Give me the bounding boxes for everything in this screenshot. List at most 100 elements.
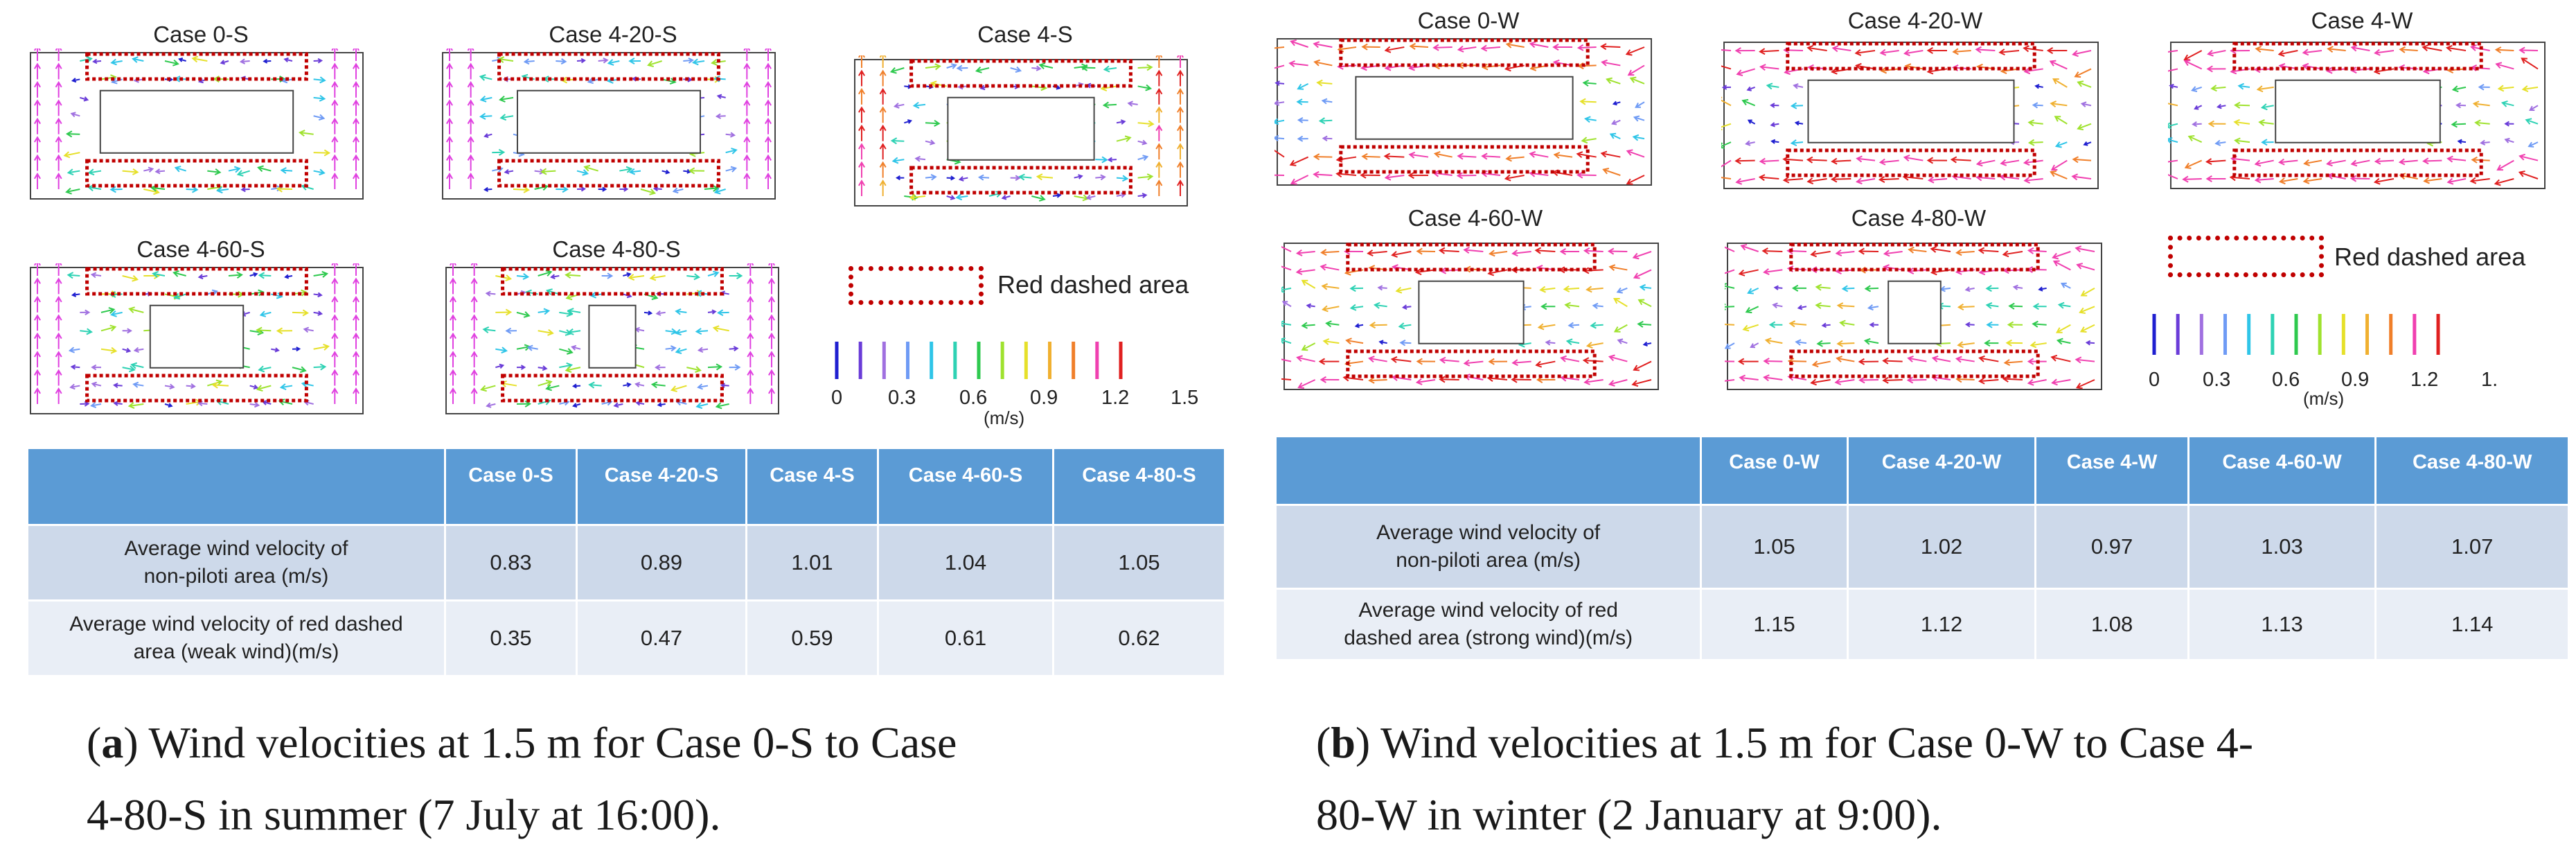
- case-title: Case 4-80-S: [443, 236, 790, 263]
- scale-tick-label: 0: [2149, 369, 2160, 392]
- table-header-cell: Case 4-20-W: [1849, 437, 2035, 504]
- wind-vector-arrow: [1458, 156, 1476, 157]
- wind-vector-arrow: [1763, 251, 1782, 252]
- red-dashed-area-legend-swatch: [849, 266, 984, 305]
- table-header-cell: [1277, 437, 1700, 504]
- table-header-cell: Case 4-W: [2036, 437, 2187, 504]
- vector-field-diagram: [2168, 38, 2556, 194]
- case-diagram: Case 4-W: [2168, 7, 2556, 194]
- wind-vector-arrow: [1458, 175, 1477, 176]
- caption-text: ) Wind velocities at 1.5 m for Case 0-S …: [123, 718, 957, 767]
- case-title: Case 0-S: [28, 21, 374, 49]
- row-label-line: Average wind velocity of: [1376, 521, 1600, 544]
- wind-vector-arrow: [1581, 101, 1597, 102]
- building-outline: [948, 98, 1094, 160]
- caption-line: (a) Wind velocities at 1.5 m for Case 0-…: [87, 707, 1223, 779]
- wind-vector-arrow: [1957, 379, 1975, 380]
- table-cell: 0.35: [446, 602, 576, 675]
- table-cell: 0.83: [446, 526, 576, 599]
- table-header-cell: Case 0-W: [1702, 437, 1846, 504]
- case-title: Case 4-W: [2168, 7, 2556, 35]
- row-label: Average wind velocity of red dashed area …: [28, 602, 444, 675]
- table-header-cell: [28, 449, 444, 524]
- table-cell: 1.14: [2377, 590, 2568, 659]
- row-label-line: area (weak wind)(m/s): [134, 640, 339, 663]
- building-outline: [517, 91, 700, 153]
- wind-vector-arrow: [2029, 142, 2043, 143]
- wind-vector-arrow: [1434, 65, 1452, 66]
- wind-vector-arrow: [2496, 50, 2514, 51]
- wind-vector-arrow: [1764, 361, 1782, 362]
- row-label-line: Average wind velocity of red dashed: [69, 613, 402, 635]
- red-dashed-area-legend-label: Red dashed area: [2334, 243, 2525, 272]
- vector-field-diagram: [1281, 239, 1669, 395]
- building-outline: [1809, 80, 2014, 143]
- caption-line: (b) Wind velocities at 1.5 m for Case 0-…: [1316, 707, 2570, 779]
- scale-tick-label: 0: [831, 387, 842, 410]
- scale-tick-label: 0.6: [2272, 369, 2300, 392]
- scale-tick-label: 0.9: [2341, 369, 2369, 392]
- panel-a-caption: (a) Wind velocities at 1.5 m for Case 0-…: [87, 707, 1223, 851]
- caption-letter: a: [101, 718, 123, 767]
- wind-vector-arrow: [1385, 156, 1405, 157]
- wind-velocity-table: Case 0-S Case 4-20-S Case 4-S Case 4-60-…: [26, 447, 1226, 677]
- table-cell: 0.61: [879, 602, 1052, 675]
- panel-b-caption: (b) Wind velocities at 1.5 m for Case 0-…: [1316, 707, 2570, 851]
- table-cell: 1.04: [879, 526, 1052, 599]
- wind-vector-arrow: [1579, 47, 1597, 48]
- scale-tick-label: 0.9: [1030, 387, 1058, 410]
- table-cell: 1.01: [747, 526, 877, 599]
- table-header-cell: Case 0-S: [446, 449, 576, 524]
- case-diagram: Case 4-80-S: [443, 236, 790, 423]
- table-header-cell: Case 4-60-S: [879, 449, 1052, 524]
- wind-vector-arrow: [1466, 269, 1483, 270]
- case-diagram: Case 0-S: [28, 21, 374, 204]
- caption-line: 80-W in winter (2 January at 9:00).: [1316, 779, 2570, 851]
- velocity-color-scale: [831, 336, 1219, 385]
- table-cell: 0.47: [578, 602, 745, 675]
- case-title: Case 4-60-S: [28, 236, 374, 263]
- table-cell: 1.03: [2189, 506, 2375, 588]
- wind-vector-arrow: [1725, 306, 1734, 307]
- table-cell: 0.89: [578, 526, 745, 599]
- case-title: Case 4-S: [852, 21, 1198, 49]
- row-label-line: non-piloti area (m/s): [144, 565, 329, 588]
- wind-vector-arrow: [2009, 306, 2023, 307]
- table-cell: 1.07: [2377, 506, 2568, 588]
- table-header-row: Case 0-S Case 4-20-S Case 4-S Case 4-60-…: [28, 449, 1224, 524]
- scale-tick-label: 1.5: [1171, 387, 1198, 410]
- wind-vector-arrow: [1434, 47, 1453, 48]
- building-outline: [1356, 77, 1572, 139]
- table-header-cell: Case 4-80-W: [2377, 437, 2568, 504]
- scale-tick-label: 0.6: [959, 387, 987, 410]
- case-diagram: Case 4-20-S: [440, 21, 786, 204]
- vector-field-diagram: [440, 49, 786, 204]
- table-cell: 0.59: [747, 602, 877, 675]
- case-diagram: Case 0-W: [1274, 7, 1662, 194]
- vector-field-diagram: [852, 55, 1198, 211]
- case-diagram: Case 4-60-S: [28, 236, 374, 423]
- table-header-cell: Case 4-20-S: [578, 449, 745, 524]
- wind-vector-arrow: [2235, 105, 2250, 106]
- row-label: Average wind velocity of non-piloti area …: [28, 526, 444, 599]
- wind-vector-arrow: [1883, 361, 1903, 362]
- scale-tick-label: 1.2: [1101, 387, 1129, 410]
- panel-b-winter: Case 0-W Case 4-20-W Case 4-W Case 4-60-…: [1268, 0, 2576, 849]
- row-label-line: Average wind velocity of red: [1358, 599, 1618, 622]
- table-cell: 1.02: [1849, 506, 2035, 588]
- table-cell: 0.62: [1054, 602, 1224, 675]
- vector-field-diagram: [443, 263, 790, 419]
- wind-vector-arrow: [1579, 65, 1596, 66]
- table-cell: 1.15: [1702, 590, 1846, 659]
- wind-vector-arrow: [1482, 156, 1500, 157]
- table-row: Average wind velocity of non-piloti area …: [28, 526, 1224, 599]
- wind-vector-arrow: [1959, 306, 1975, 307]
- building-outline: [1888, 281, 1941, 344]
- table-header-cell: Case 4-80-S: [1054, 449, 1224, 524]
- row-label-line: Average wind velocity of: [125, 537, 348, 560]
- table-cell: 1.13: [2189, 590, 2375, 659]
